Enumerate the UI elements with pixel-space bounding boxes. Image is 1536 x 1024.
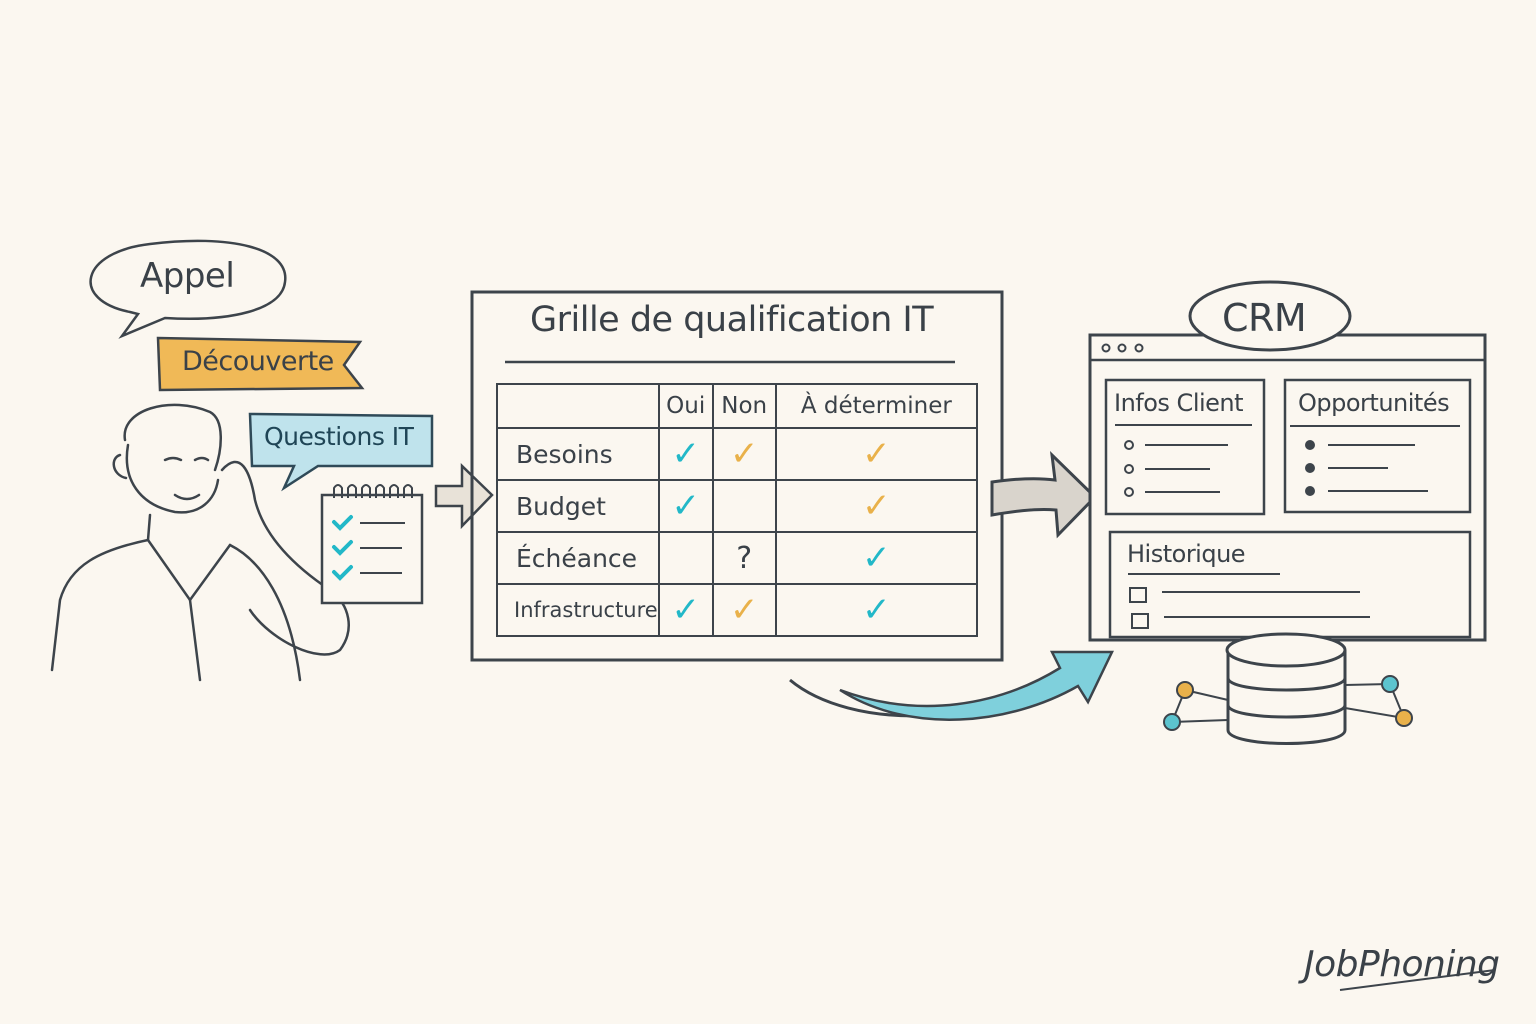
table-row: Échéance ? ✓ [496, 531, 979, 585]
questions-bubble [248, 412, 434, 492]
amber-check-icon: ✓ [729, 590, 759, 630]
decouverte-label: Découverte [182, 346, 334, 377]
panel-title-historique: Historique [1127, 540, 1246, 568]
notepad-checklist-icon [320, 484, 424, 605]
column-header-oui: Oui [657, 383, 714, 429]
cell-budget-non [711, 479, 777, 533]
grid-header-row: Oui Non À déterminer [496, 383, 979, 429]
cell-infrastructure-oui: ✓ [657, 583, 714, 637]
cell-echeance-oui [657, 531, 714, 585]
row-label-besoins: Besoins [496, 427, 660, 481]
grid-title: Grille de qualification IT [530, 300, 934, 340]
amber-check-icon: ✓ [729, 434, 759, 474]
arrow-right-icon [990, 450, 1098, 539]
row-label-infrastructure: Infrastructure [496, 583, 660, 637]
column-header-non: Non [711, 383, 777, 429]
amber-check-icon: ✓ [862, 486, 891, 526]
cell-budget-oui: ✓ [657, 479, 714, 533]
appel-label: Appel [140, 256, 235, 296]
panel-title-infos-client: Infos Client [1114, 389, 1244, 417]
grid-corner-cell [496, 383, 660, 429]
crm-window [1088, 280, 1487, 642]
network-nodes-icon [1163, 675, 1413, 731]
teal-check-icon: ✓ [862, 590, 891, 630]
table-row: Budget ✓ ✓ [496, 479, 979, 533]
cell-budget-a-determiner: ✓ [774, 479, 979, 533]
cell-infrastructure-a-determiner: ✓ [774, 583, 979, 637]
question-mark-icon: ? [736, 540, 753, 576]
panel-title-opportunites: Opportunités [1298, 389, 1450, 417]
teal-check-icon: ✓ [671, 590, 700, 630]
cell-besoins-oui: ✓ [657, 427, 714, 481]
cell-besoins-non: ✓ [711, 427, 777, 481]
cell-infrastructure-non: ✓ [711, 583, 777, 637]
cell-echeance-non: ? [711, 531, 777, 585]
database-icon [1225, 632, 1347, 745]
teal-check-icon: ✓ [862, 538, 891, 578]
teal-check-icon: ✓ [671, 434, 700, 474]
column-header-a-determiner: À déterminer [774, 383, 979, 429]
table-row: Besoins ✓ ✓ ✓ [496, 427, 979, 481]
crm-list-lines [1124, 440, 1428, 629]
speech-bubble-icon [89, 239, 287, 339]
amber-check-icon: ✓ [862, 434, 891, 474]
crm-title: CRM [1222, 296, 1307, 340]
row-label-echeance: Échéance [496, 531, 660, 585]
cell-echeance-a-determiner: ✓ [774, 531, 979, 585]
teal-check-icon: ✓ [671, 486, 700, 526]
banner-ribbon [156, 336, 365, 392]
arrow-right-icon [434, 463, 494, 530]
curved-arrow-icon [789, 650, 1114, 721]
grid-frame [470, 290, 1004, 662]
qualification-grid: Oui Non À déterminer Besoins ✓ ✓ ✓ Budge… [496, 383, 979, 637]
brand-logo: JobPhoning [1304, 944, 1500, 985]
questions-it-label: Questions IT [264, 422, 414, 451]
table-row: Infrastructure ✓ ✓ ✓ [496, 583, 979, 637]
cell-besoins-a-determiner: ✓ [774, 427, 979, 481]
row-label-budget: Budget [496, 479, 660, 533]
